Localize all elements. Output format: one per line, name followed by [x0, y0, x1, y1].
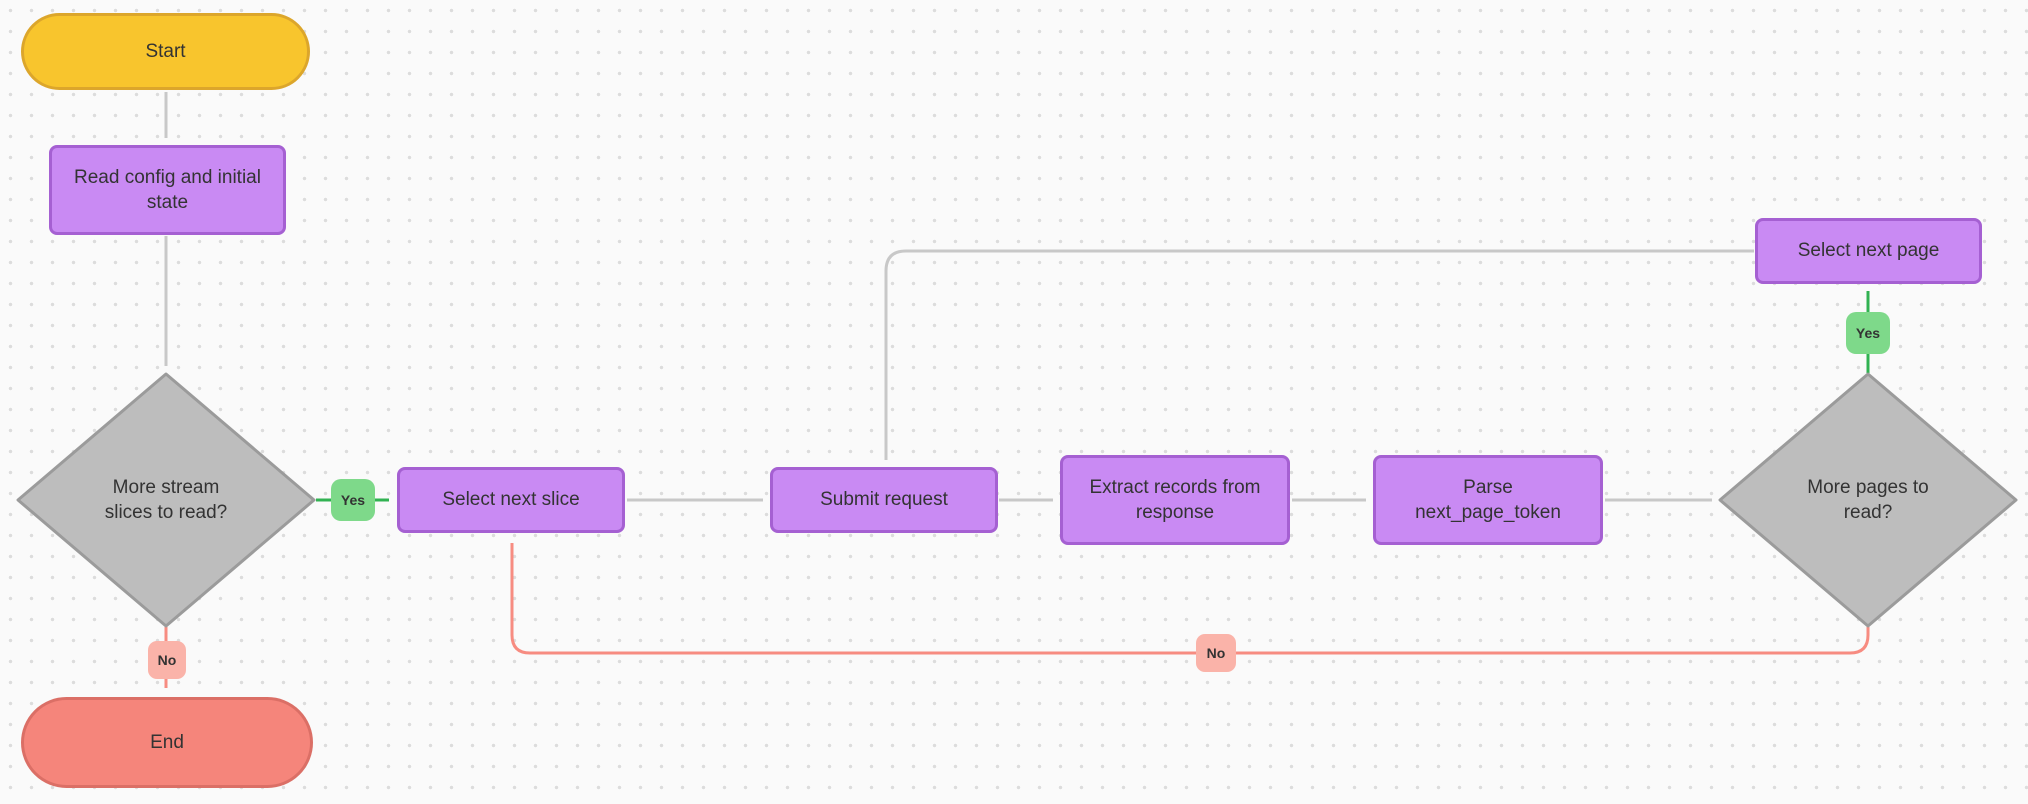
node-read-config[interactable]: Read config and initial state	[49, 145, 286, 235]
node-submit-request[interactable]: Submit request	[770, 467, 998, 533]
edge-label-more-slices-no[interactable]: No	[148, 641, 186, 679]
node-select-next-page[interactable]: Select next page	[1755, 218, 1982, 284]
node-parse-token[interactable]: Parse next_page_token	[1373, 455, 1603, 545]
node-more-slices-shape[interactable]	[16, 372, 316, 628]
node-select-next-slice-label: Select next slice	[442, 489, 580, 511]
node-start-label: Start	[145, 40, 186, 62]
node-start[interactable]: Start	[21, 13, 310, 90]
node-more-pages-shape[interactable]	[1718, 372, 2018, 628]
node-parse-token-label: Parse next_page_token	[1415, 476, 1561, 523]
node-end[interactable]: End	[21, 697, 313, 788]
node-select-next-page-label: Select next page	[1797, 240, 1940, 262]
edge-label-more-slices-yes-text: Yes	[340, 492, 366, 508]
node-read-config-label: Read config and initial state	[74, 166, 261, 213]
edge-label-more-pages-no-text: No	[1206, 645, 1226, 661]
node-more-pages-label: More pages to read?	[1807, 476, 1929, 523]
edge-label-more-slices-no-text: No	[157, 652, 177, 668]
edge-label-more-slices-yes[interactable]: Yes	[331, 479, 375, 521]
node-more-slices-label: More stream slices to read?	[104, 476, 228, 523]
edge-label-more-pages-no[interactable]: No	[1196, 634, 1236, 672]
edge-label-more-pages-yes[interactable]: Yes	[1846, 312, 1890, 354]
node-submit-request-label: Submit request	[820, 489, 948, 511]
node-select-next-slice[interactable]: Select next slice	[397, 467, 625, 533]
edge-more-pages-no-feedback	[510, 543, 1870, 655]
node-extract-records-label: Extract records from response	[1089, 476, 1261, 523]
edge-select-next-page-to-submit-request	[884, 249, 1754, 460]
edge-label-more-pages-yes-text: Yes	[1855, 325, 1881, 341]
node-extract-records[interactable]: Extract records from response	[1060, 455, 1290, 545]
node-end-label: End	[150, 731, 184, 753]
